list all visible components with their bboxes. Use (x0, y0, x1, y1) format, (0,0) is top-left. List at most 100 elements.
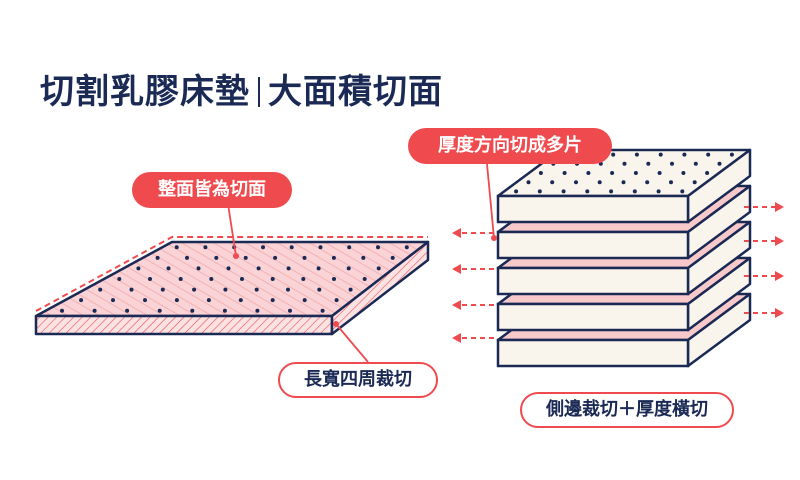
top-dot (693, 161, 698, 166)
top-dot (537, 189, 542, 194)
mattress-dot (98, 287, 103, 292)
callout-line-slice (486, 163, 495, 239)
arrow-head (452, 228, 461, 238)
arrow-head (452, 333, 461, 343)
mattress-dot (243, 255, 248, 260)
mattress-dot (286, 287, 290, 292)
slice-front-face (496, 266, 690, 296)
slice-front-face (496, 230, 690, 260)
label-full-surface: 整面皆為切面 (132, 172, 292, 208)
mattress-front-face (34, 314, 334, 336)
top-dot (682, 152, 687, 157)
mattress-dot (192, 287, 197, 292)
label-side-cut: 側邊裁切＋厚度橫切 (520, 392, 734, 428)
mattress-dot (190, 308, 195, 313)
mattress-dot (240, 277, 244, 281)
callout-dot-top (233, 253, 239, 259)
top-dot (538, 171, 543, 175)
mattress-dot (270, 298, 275, 303)
mattress-dot (196, 266, 201, 271)
mattress-dot (203, 245, 208, 250)
callout-line-top (227, 203, 237, 257)
page-title: 切割乳膠床墊大面積切面 (40, 70, 443, 114)
mattress-dot (238, 298, 243, 303)
top-dot (670, 161, 674, 166)
mattress-dot (390, 255, 395, 260)
sliced-mattress-stack (496, 148, 752, 368)
mattress-dot (334, 298, 339, 303)
top-dot (669, 180, 673, 185)
mattress-dot (270, 277, 275, 281)
arrow-head (775, 202, 784, 212)
top-dot (586, 171, 591, 175)
mattress-dot (111, 298, 115, 303)
mattress-dot (347, 245, 352, 250)
mattress-dot (136, 266, 141, 271)
mattress-dot (92, 308, 97, 313)
mattress-dot (129, 287, 134, 292)
mattress-dot (174, 298, 179, 303)
top-dot (706, 152, 711, 157)
label-thickness-cut: 厚度方向切成多片 (408, 128, 612, 164)
mattress-dot (206, 298, 211, 303)
top-dot (729, 152, 734, 157)
cut-arrows (452, 202, 784, 343)
top-dot (526, 180, 531, 185)
mattress-dot (174, 245, 179, 250)
top-dot (514, 189, 519, 194)
title-separator (258, 77, 260, 107)
slice (496, 148, 752, 224)
mattress-dot (160, 287, 165, 292)
title-part-2: 大面積切面 (268, 72, 443, 112)
mattress-dot (255, 308, 260, 313)
single-mattress (34, 203, 430, 363)
arrow-head (775, 271, 784, 281)
top-dot (634, 152, 639, 157)
top-dot (621, 180, 626, 185)
mattress-dot (185, 255, 189, 260)
slice-front-face (496, 194, 690, 224)
mattress-dot (155, 255, 160, 260)
mattress-dot (256, 266, 261, 271)
mattress-dot (320, 308, 325, 313)
arrow-head (452, 300, 461, 310)
top-dot (657, 171, 662, 175)
mattress-dot (362, 277, 367, 281)
title-part-1: 切割乳膠床墊 (40, 72, 250, 112)
mattress-dot (273, 255, 278, 260)
mattress-dot (148, 277, 152, 281)
mattress-dot (254, 287, 259, 292)
top-dot (645, 180, 650, 185)
mattress-dots (60, 245, 409, 313)
mattress-dot (226, 266, 231, 271)
top-dot (597, 180, 602, 185)
mattress-dot (222, 308, 227, 313)
top-dot (705, 171, 710, 175)
edge-cut-dashes (35, 236, 428, 312)
mattress-dot (117, 277, 122, 281)
top-dot (611, 152, 616, 157)
mattress-dot (289, 245, 294, 250)
mattress-dot (166, 266, 171, 271)
top-dot (574, 180, 578, 185)
mattress-dot (348, 287, 353, 292)
mattress-dot (157, 308, 162, 313)
top-dot (656, 189, 661, 194)
mattress-dot (376, 245, 380, 250)
callout-line-edge (335, 323, 369, 363)
mattress-dot (214, 255, 219, 260)
arrow-head (452, 264, 461, 274)
mattress-dot (404, 245, 409, 250)
top-dot (632, 189, 637, 194)
mattress-dot (60, 308, 64, 313)
mattress-dot (223, 287, 228, 292)
top-dot (610, 171, 615, 175)
mattress-dot (301, 277, 306, 281)
mattress-side-face (330, 240, 430, 336)
mattress-dot (286, 266, 291, 271)
mattress-dot (316, 266, 321, 271)
top-dot (585, 189, 590, 194)
top-dot (680, 189, 685, 194)
top-dot (681, 171, 686, 175)
